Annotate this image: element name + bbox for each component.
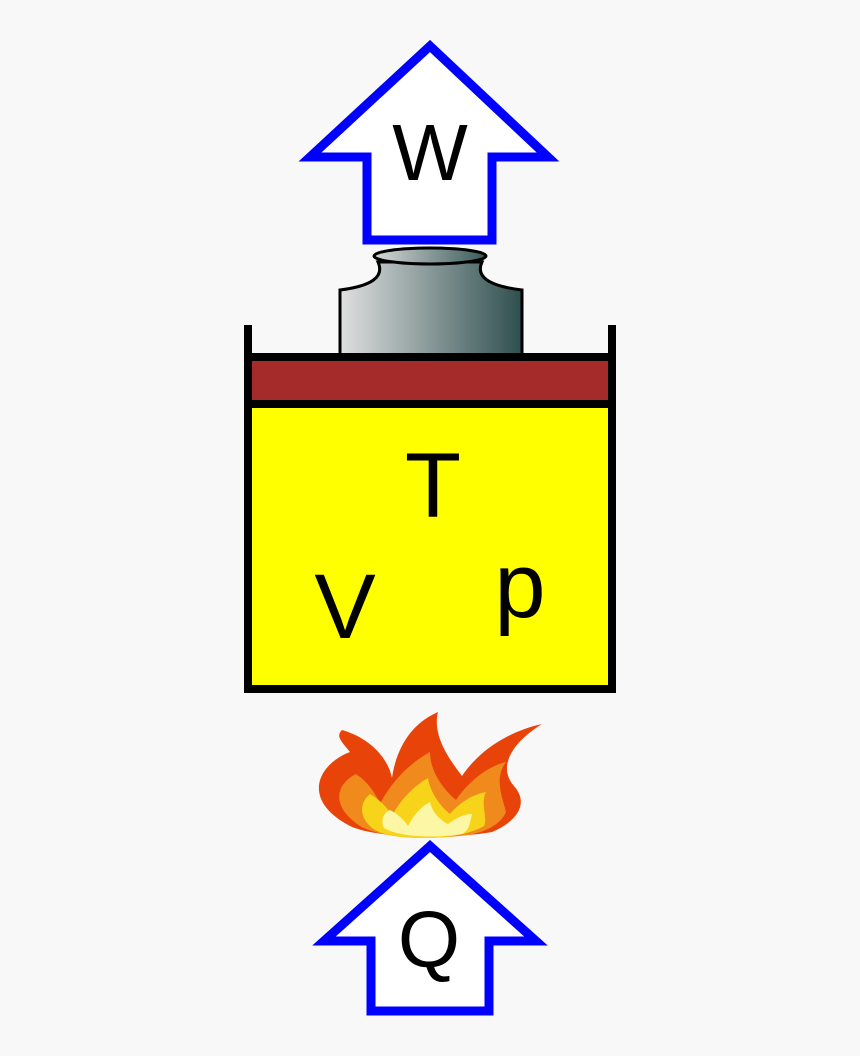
flame-icon xyxy=(318,712,542,838)
work-label: W xyxy=(392,108,468,197)
volume-label: V xyxy=(314,556,375,658)
gas-chamber xyxy=(244,400,616,693)
weight-body xyxy=(338,260,524,358)
heat-label: Q xyxy=(398,895,460,984)
temperature-label: T xyxy=(405,435,461,537)
up-arrow-icon xyxy=(312,839,548,1016)
piston xyxy=(244,353,616,408)
pressure-label: p xyxy=(494,535,545,637)
flame-core xyxy=(382,802,472,837)
cylinder: T V p xyxy=(244,325,616,693)
heat-arrow: Q xyxy=(312,839,548,1016)
work-arrow: W xyxy=(298,39,560,245)
up-arrow-icon xyxy=(298,39,560,245)
weight-cap xyxy=(372,246,488,266)
weight-icon xyxy=(338,246,524,358)
